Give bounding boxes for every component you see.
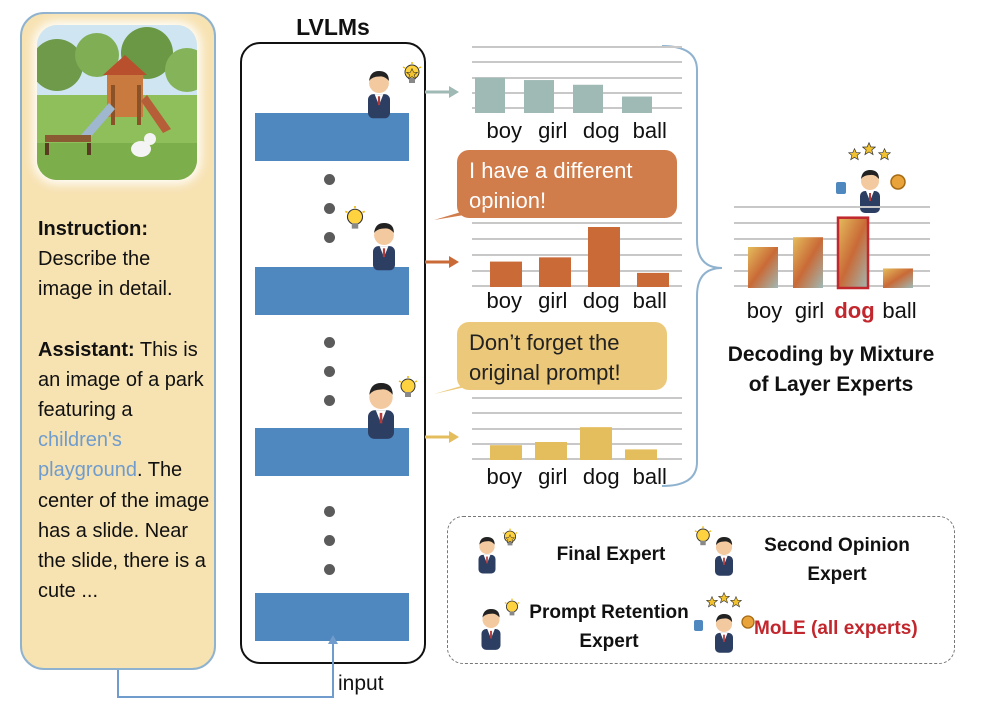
second-opinion-label-girl: girl xyxy=(538,288,567,313)
legend-label-mole: MoLE (all experts) xyxy=(754,618,918,639)
assistant-paragraph: Assistant: This is an image of a park fe… xyxy=(38,335,210,607)
ellipsis-dot xyxy=(324,174,335,185)
ellipsis-dot xyxy=(324,395,335,406)
second-opinion-bar-ball xyxy=(637,272,669,287)
mole-label-girl: girl xyxy=(795,298,824,323)
legend-label-prompt: Prompt Retention Expert xyxy=(529,602,689,652)
mole-bar-girl xyxy=(793,237,823,288)
prompt-retention-bar-boy xyxy=(490,445,522,460)
ellipsis-dot xyxy=(324,564,335,575)
second-opinion-label-ball: ball xyxy=(633,288,667,313)
mole-bar-ball xyxy=(883,268,913,288)
final-bar-ball xyxy=(622,96,652,113)
second-opinion-bar-boy xyxy=(490,261,522,287)
final-bar-dog xyxy=(573,84,603,113)
prompt-retention-bubble: Don’t forget the original prompt! xyxy=(457,322,667,390)
final-label-dog: dog xyxy=(583,118,620,143)
prompt-text: Instruction: Describe the image in detail… xyxy=(38,214,210,636)
mixture-brace xyxy=(661,45,723,487)
ellipsis-dot xyxy=(324,506,335,517)
arrow-to-final-chart xyxy=(425,86,459,98)
assistant-text-1: This is an image of a park featuring a xyxy=(38,338,204,422)
second-opinion-label-boy: boy xyxy=(487,288,522,313)
prompt-retention-label-girl: girl xyxy=(538,464,567,489)
final-label-ball: ball xyxy=(633,118,667,143)
second-opinion-bar-dog xyxy=(588,227,620,287)
prompt-retention-label-ball: ball xyxy=(633,464,667,489)
layer-bar-second xyxy=(255,267,409,315)
second-opinion-bubble: I have a different opinion! xyxy=(457,150,677,218)
ellipsis-dot xyxy=(324,366,335,377)
mole-bar-dog xyxy=(836,216,870,290)
final-bar-boy xyxy=(475,77,505,113)
legend-box xyxy=(447,516,955,664)
assistant-text-2: . The center of the image has a slide. N… xyxy=(38,459,210,603)
ellipsis-dot xyxy=(324,535,335,546)
ellipsis-dot xyxy=(324,337,335,348)
park-playground-image xyxy=(37,25,197,180)
mole-label-boy: boy xyxy=(747,298,782,323)
layer-bar-input xyxy=(255,593,409,641)
mole-bar-boy xyxy=(748,246,778,288)
prompt-retention-bar-dog xyxy=(580,427,612,460)
mole-label-dog: dog xyxy=(834,298,874,323)
second-opinion-label-dog: dog xyxy=(583,288,620,313)
mole-expert-icon xyxy=(836,142,906,213)
second-opinion-bar-girl xyxy=(539,257,571,287)
mole-caption: Decoding by Mixture of Layer Experts xyxy=(727,343,935,396)
arrow-to-second-chart xyxy=(425,256,459,268)
final-bar-girl xyxy=(524,80,554,113)
final-label-boy: boy xyxy=(487,118,522,143)
prompt-retention-label-boy: boy xyxy=(487,464,522,489)
legend-label-second: Second Opinion Expert xyxy=(764,535,910,585)
instruction-label: Instruction: xyxy=(38,218,148,240)
ellipsis-dot xyxy=(324,203,335,214)
prompt-retention-bar-ball xyxy=(625,449,657,460)
prompt-retention-label-dog: dog xyxy=(583,464,620,489)
ellipsis-dot xyxy=(324,232,335,243)
prompt-retention-bar-girl xyxy=(535,442,567,460)
instruction-text: Describe the image in detail. xyxy=(38,248,173,301)
lvlm-title: LVLMs xyxy=(296,14,370,40)
input-label: input xyxy=(338,672,384,695)
final-label-girl: girl xyxy=(538,118,567,143)
assistant-highlight: children's playground xyxy=(38,429,137,482)
arrow-to-prompt-chart xyxy=(425,431,459,443)
layer-bar-prompt xyxy=(255,428,409,476)
legend-label-final: Final Expert xyxy=(556,544,666,565)
instruction-paragraph: Instruction: Describe the image in detail… xyxy=(38,214,210,305)
assistant-label: Assistant: xyxy=(38,338,135,361)
layer-bar-final xyxy=(255,113,409,161)
mole-label-ball: ball xyxy=(882,298,916,323)
